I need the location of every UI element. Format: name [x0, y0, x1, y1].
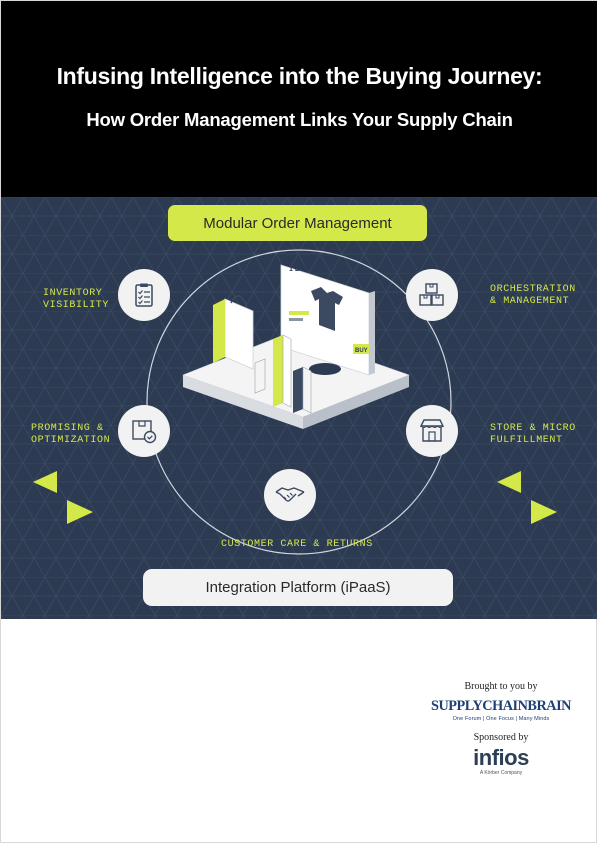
credits-block: Brought to you by SUPPLYCHAINBRAIN One F… — [421, 681, 581, 776]
page-subtitle: How Order Management Links Your Supply C… — [86, 109, 513, 130]
buy-button-label: BUY — [355, 348, 368, 354]
handshake-icon — [275, 487, 305, 502]
customer-care-node — [264, 469, 316, 521]
right-arrow-icon — [531, 500, 557, 524]
supplychainbrain-tagline: One Forum | One Focus | Many Minds — [452, 716, 550, 722]
promising-optimization-label: PROMISING & OPTIMIZATION — [31, 423, 111, 446]
infographic: Modular Order Management 1 Left BUY — [1, 197, 597, 619]
left-arrow-icon — [33, 471, 57, 493]
store-fulfillment-node — [406, 405, 458, 457]
order-scene-illustration: 1 Left BUY — [182, 264, 410, 429]
modular-order-management-banner: Modular Order Management — [168, 205, 427, 241]
page-title: Infusing Intelligence into the Buying Jo… — [56, 63, 543, 89]
inventory-visibility-label: INVENTORY VISIBILITY — [43, 288, 110, 311]
clipboard-checklist-icon — [135, 283, 153, 307]
infios-logo: infios — [473, 745, 529, 770]
orchestration-node — [406, 269, 458, 321]
box-check-icon — [132, 420, 157, 444]
header-banner: Infusing Intelligence into the Buying Jo… — [1, 1, 597, 197]
supplychainbrain-logo: SUPPLYCHAINBRAIN — [431, 698, 571, 714]
storefront-icon — [419, 419, 445, 442]
right-arrow-icon — [67, 500, 93, 524]
customer-care-label: CUSTOMER CARE & RETURNS — [221, 539, 373, 550]
inventory-visibility-node — [118, 269, 170, 321]
promising-optimization-node — [118, 405, 170, 457]
bottom-banner-label: Integration Platform (iPaaS) — [205, 579, 391, 596]
sponsored-by-label: Sponsored by — [473, 732, 529, 743]
top-banner-label: Modular Order Management — [203, 214, 392, 232]
store-fulfillment-label: STORE & MICRO FULFILLMENT — [490, 423, 576, 446]
screen-stock-tag: 1 Left — [289, 266, 308, 273]
orchestration-label: ORCHESTRATION & MANAGEMENT — [490, 284, 576, 307]
infios-tagline: A Körber Company — [479, 770, 523, 776]
brought-by-label: Brought to you by — [464, 681, 538, 692]
integration-platform-banner: Integration Platform (iPaaS) — [143, 569, 453, 606]
left-arrow-icon — [497, 471, 521, 493]
stacked-boxes-icon — [419, 283, 444, 306]
